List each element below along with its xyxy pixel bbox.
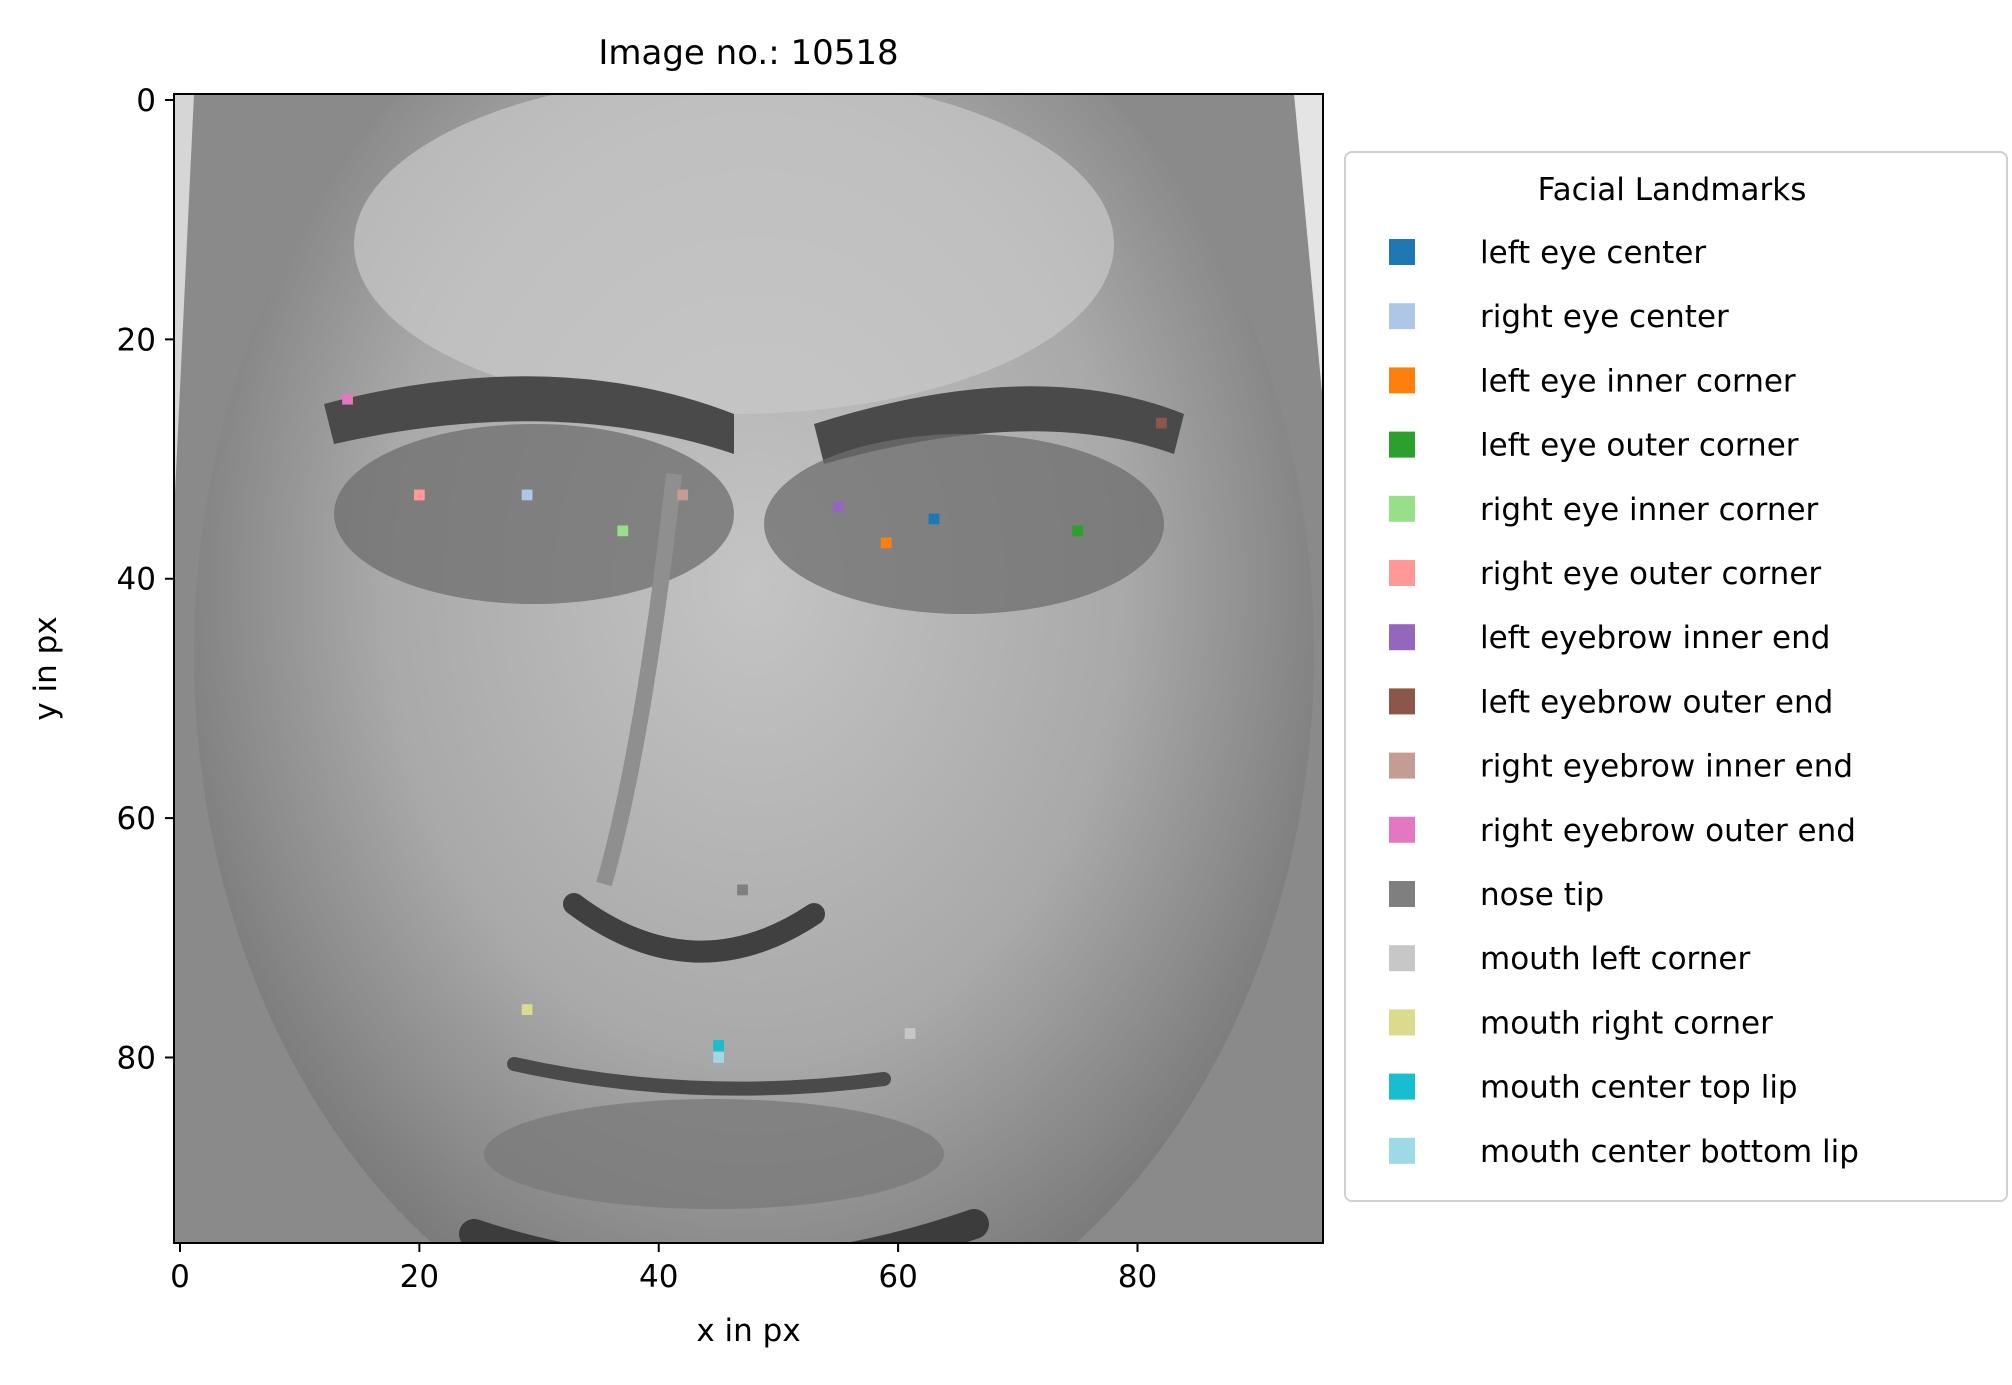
legend-item: left eye outer corner [1389, 428, 1799, 464]
legend-item: mouth left corner [1389, 941, 1750, 977]
legend-title: Facial Landmarks [1538, 172, 1807, 208]
x-tick-label: 60 [878, 1259, 917, 1295]
legend-swatch [1389, 431, 1415, 458]
legend-label: right eyebrow outer end [1480, 813, 1856, 849]
photo-nose-bridge [596, 473, 682, 887]
legend-items: left eye center right eye center left eye … [1389, 235, 1859, 1170]
legend-swatch [1389, 881, 1415, 907]
landmark-marker-2 [880, 537, 892, 549]
legend-item: left eyebrow inner end [1389, 620, 1830, 656]
legend-item: right eyebrow outer end [1389, 813, 1856, 849]
legend-item: mouth right corner [1389, 1005, 1773, 1041]
y-tick-label: 20 [117, 322, 156, 358]
legend-swatch [1389, 752, 1415, 779]
landmark-marker-3 [1072, 525, 1084, 537]
photo-right-eye [334, 424, 734, 604]
photo-forehead [354, 94, 1114, 414]
legend-label: mouth center bottom lip [1480, 1134, 1859, 1170]
legend-item: right eye outer corner [1389, 556, 1821, 592]
legend-box [1344, 151, 2008, 1202]
legend-item: right eyebrow inner end [1389, 749, 1853, 785]
legend-item: mouth center top lip [1389, 1070, 1798, 1106]
legend-swatch [1389, 1009, 1415, 1036]
legend-swatch [1389, 239, 1415, 265]
plot-frame [173, 93, 1324, 1244]
x-tick-label: 40 [639, 1259, 678, 1295]
legend-item: left eye inner corner [1389, 363, 1796, 399]
legend-label: right eye outer corner [1480, 556, 1821, 592]
landmark-marker-5 [413, 489, 425, 501]
landmark-markers [342, 393, 1167, 1063]
y-tick-label: 0 [136, 83, 156, 119]
landmark-marker-1 [521, 489, 533, 501]
x-axis-label: x in px [696, 1313, 800, 1349]
chart-title: Image no.: 10518 [598, 33, 898, 73]
plot-area [174, 94, 1323, 1243]
y-tick-label: 80 [117, 1040, 156, 1076]
legend-item: nose tip [1389, 877, 1604, 913]
photo-right-eyebrow [324, 376, 734, 454]
landmark-marker-7 [1156, 417, 1167, 429]
y-tick-label: 60 [117, 801, 156, 837]
legend-item: right eye inner corner [1389, 492, 1819, 528]
face-photo [174, 94, 1323, 1243]
legend-swatch [1389, 945, 1415, 972]
legend-item: mouth center bottom lip [1389, 1134, 1859, 1170]
legend-swatch [1389, 816, 1415, 843]
x-tick-label: 80 [1118, 1259, 1157, 1295]
legend-label: right eye inner corner [1480, 492, 1819, 528]
landmark-marker-9 [342, 393, 353, 405]
legend-swatch [1389, 303, 1415, 330]
y-tick-label: 40 [117, 562, 156, 598]
landmark-marker-0 [928, 513, 940, 525]
x-tick-label: 0 [170, 1259, 190, 1295]
legend-label: mouth left corner [1480, 941, 1750, 977]
legend-swatch [1389, 560, 1415, 586]
legend-swatch [1389, 1137, 1415, 1164]
photo-mouth [507, 1057, 891, 1096]
x-axis: 0 20 40 60 80 [170, 1243, 1157, 1295]
legend-label: left eye outer corner [1480, 428, 1799, 464]
legend-swatch [1389, 1073, 1415, 1100]
legend-label: left eye center [1480, 235, 1706, 271]
landmark-marker-13 [713, 1040, 724, 1051]
legend-label: left eyebrow outer end [1480, 684, 1833, 720]
legend-swatch [1389, 688, 1415, 715]
y-axis: 0 20 40 60 80 [117, 83, 174, 1076]
legend-label: mouth center top lip [1480, 1070, 1798, 1106]
legend-swatch [1389, 624, 1415, 651]
y-axis-label: y in px [28, 616, 64, 720]
landmark-marker-11 [904, 1028, 916, 1039]
landmark-marker-12 [521, 1004, 533, 1015]
photo-left-eyebrow [814, 386, 1184, 464]
legend-item: left eyebrow outer end [1389, 684, 1833, 720]
legend-item: left eye center [1389, 235, 1706, 271]
legend-label: right eye center [1480, 299, 1729, 335]
legend-item: right eye center [1389, 299, 1729, 335]
legend-label: right eyebrow inner end [1480, 749, 1853, 785]
landmark-marker-14 [713, 1052, 724, 1063]
photo-lower-lip [484, 1099, 944, 1209]
legend-label: mouth right corner [1480, 1005, 1773, 1041]
landmark-marker-8 [677, 489, 689, 501]
photo-nose [563, 893, 825, 963]
x-tick-label: 20 [400, 1259, 439, 1295]
landmark-marker-6 [832, 501, 844, 513]
legend-label: nose tip [1480, 877, 1604, 913]
landmark-marker-4 [617, 525, 629, 537]
legend-swatch [1389, 495, 1415, 522]
legend-label: left eyebrow inner end [1480, 620, 1830, 656]
legend-swatch [1389, 367, 1415, 394]
legend-label: left eye inner corner [1480, 363, 1796, 399]
photo-left-eye [764, 434, 1164, 614]
landmark-marker-10 [737, 884, 748, 896]
legend: Facial Landmarks left eye center right ey… [1344, 151, 2008, 1202]
